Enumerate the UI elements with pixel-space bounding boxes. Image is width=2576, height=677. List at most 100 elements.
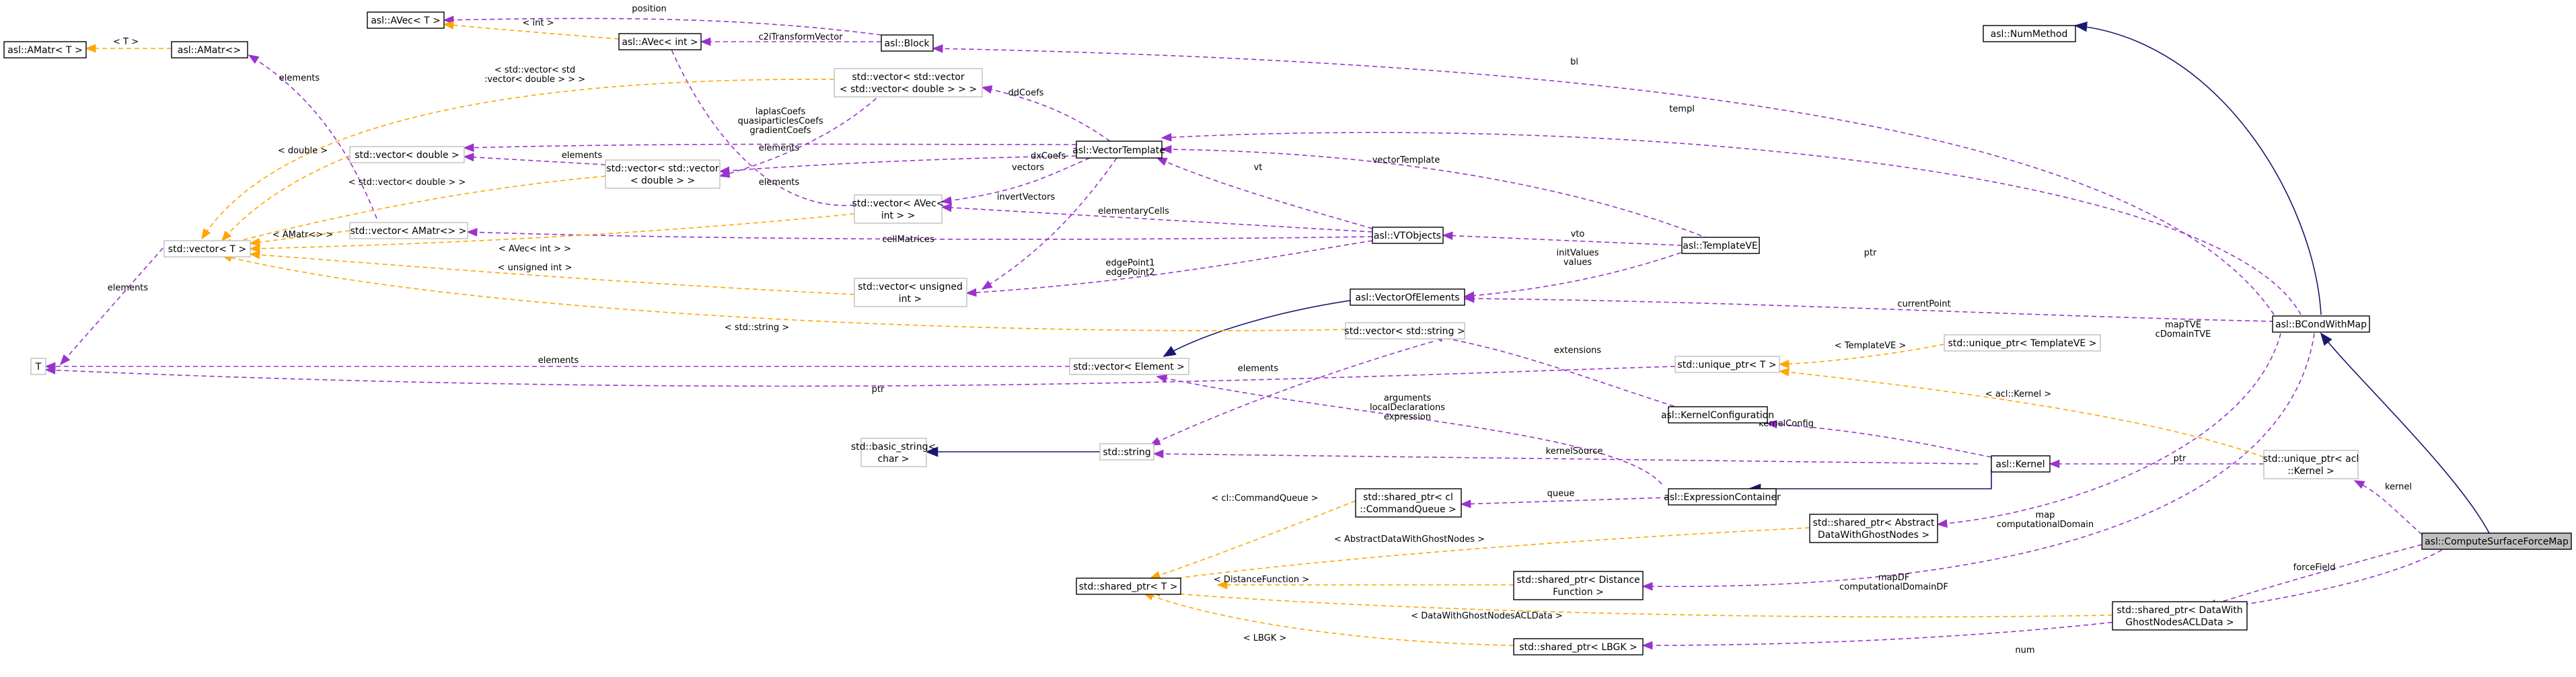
node-expressioncontainer[interactable]: asl::ExpressionContainer [1664,488,1781,506]
edge-label-vecvec-line1: < std::vector< std [494,65,575,75]
svg-text:asl::AMatr< T >: asl::AMatr< T > [7,45,83,56]
node-shared-ptr-commandqueue[interactable]: std::shared_ptr< cl::CommandQueue > [1355,488,1462,518]
node-shared-ptr-t[interactable]: std::shared_ptr< T > [1076,578,1181,595]
edge-avecint-avect [443,21,620,40]
node-shared-ptr-abstractdata[interactable]: std::shared_ptr< AbstractDataWithGhostNo… [1809,514,1938,543]
node-vector-amatr[interactable]: std::vector< AMatr<> > [349,222,468,239]
svg-text:Function >: Function > [1553,587,1604,598]
edge-vecvec-elements [719,87,889,178]
node-vector-t[interactable]: std::vector< T > [163,240,251,257]
edge-label-currentpoint: currentPoint [1897,299,1950,309]
svg-text:std::unique_ptr< T >: std::unique_ptr< T > [1677,360,1776,370]
edge-shareddata-sharedt [1149,588,2113,618]
edge-label-forcefield: forceField [2293,563,2336,573]
edge-uniquet-ptr [44,366,1676,387]
node-kernelconfiguration[interactable]: asl::KernelConfiguration [1661,406,1774,424]
edge-vtobjects-elementarycells [941,203,1373,233]
svg-text:< std::vector< double > > >: < std::vector< double > > > [840,84,977,95]
node-bcondwithmap[interactable]: asl::BCondWithMap [2272,315,2370,333]
svg-text:std::vector< unsigned: std::vector< unsigned [858,282,963,292]
edge-compute-kernel [2353,480,2423,535]
edge-label-localdeclarations: localDeclarations [1370,403,1445,413]
node-kernel[interactable]: asl::Kernel [1991,455,2051,473]
node-vector-string[interactable]: std::vector< std::string > [1344,322,1465,340]
svg-text:asl::Kernel: asl::Kernel [1995,459,2045,470]
svg-text:std::unique_ptr< TemplateVE >: std::unique_ptr< TemplateVE > [1948,338,2097,349]
node-vector-vector-vector-double[interactable]: std::vector< std::vector< std::vector< d… [834,68,983,97]
edge-label-cellmatrices: cellMatrices [882,235,934,245]
node-t[interactable]: T [30,358,46,375]
svg-text:asl::AVec< int >: asl::AVec< int > [622,37,698,48]
node-unique-ptr-t[interactable]: std::unique_ptr< T > [1675,356,1780,373]
node-amatr[interactable]: asl::AMatr<> [171,41,248,58]
svg-text:asl::NumMethod: asl::NumMethod [1991,29,2068,40]
node-unique-ptr-templateve[interactable]: std::unique_ptr< TemplateVE > [1944,334,2101,352]
edge-label-aclkernel: < acl::Kernel > [1985,389,2051,399]
node-nummethod[interactable]: asl::NumMethod [1983,25,2076,42]
svg-text:asl::Block: asl::Block [884,38,930,49]
edge-label-lbgk: < LBGK > [1243,633,1287,643]
edge-sharedlbgk-sharedt [1142,592,1514,646]
edge-bcond-templ [1161,132,2302,315]
edge-label-int: < int > [523,18,554,28]
edge-label-t: < T > [113,37,139,47]
edge-vecavec-vect [249,213,855,253]
node-shared-ptr-lbgk[interactable]: std::shared_ptr< LBGK > [1513,638,1644,655]
edge-label-quasiparticlescoefs: quasiparticlesCoefs [737,116,823,126]
edge-label-elements-vect: elements [108,283,149,293]
edge-label-double: < double > [278,146,328,156]
svg-text:asl::ExpressionContainer: asl::ExpressionContainer [1664,492,1781,503]
edge-bcond-bl [932,44,2275,315]
edge-label-vectortemplate: vectorTemplate [1372,155,1440,165]
node-vector-avec-int[interactable]: std::vector< AVec<int > > [852,194,945,224]
node-shared-ptr-distancefunction[interactable]: std::shared_ptr< DistanceFunction > [1513,571,1644,600]
edge-label-bl: bl [1570,57,1578,67]
edge-label-ddcoefs: ddCoefs [1008,88,1044,98]
node-templateve[interactable]: asl::TemplateVE [1681,237,1760,254]
edge-vecstring-vect [221,253,1346,331]
edge-templateve-initvalues [1463,249,1689,301]
edge-label-num: num [2015,645,2034,655]
node-unique-ptr-acl-kernel[interactable]: std::unique_ptr< acl::Kernel > [2263,450,2359,479]
edge-label-vt: vt [1254,163,1263,173]
node-vector-element[interactable]: std::vector< Element > [1069,358,1189,375]
edge-label-elements-vecvec2: elements [562,151,603,161]
svg-text:std::shared_ptr< LBGK >: std::shared_ptr< LBGK > [1519,642,1637,653]
edge-label-kernel: kernel [2385,482,2412,492]
edge-label-templ: templ [1669,104,1695,114]
node-computesurfaceforcemap[interactable]: asl::ComputeSurfaceForceMap [2421,532,2572,550]
edge-uniquetve-uniquet [1778,344,1945,368]
node-vtobjects[interactable]: asl::VTObjects [1372,227,1444,244]
node-shared-ptr-datawithghostnodes[interactable]: std::shared_ptr< DataWithGhostNodesACLDa… [2112,601,2248,631]
node-avec-t[interactable]: asl::AVec< T > [367,11,445,29]
edge-label-elements-dd: elements [759,143,800,153]
edge-bcond-map [1936,333,2281,528]
svg-text:asl::KernelConfiguration: asl::KernelConfiguration [1661,410,1774,421]
node-avec-int[interactable]: asl::AVec< int > [618,33,702,50]
svg-text:std::vector< AVec<: std::vector< AVec< [852,198,945,209]
edge-label-computationaldomaindf: computationalDomainDF [1839,582,1948,592]
svg-text:std::vector< T >: std::vector< T > [168,244,246,255]
edge-bcond-to-nummethod [2074,22,2322,315]
node-vectortemplate[interactable]: asl::VectorTemplate [1072,141,1165,159]
edge-label-mapdf: mapDF [1878,573,1909,583]
edge-label-ptr-t: ptr [872,385,885,395]
node-vectorofelements[interactable]: asl::VectorOfElements [1350,288,1465,306]
node-block[interactable]: asl::Block [881,34,934,52]
node-basic-string-char[interactable]: std::basic_string<char > [851,438,936,467]
edge-label-gradientcoefs: gradientCoefs [749,126,811,136]
edge-label-vto: vto [1571,229,1585,239]
edge-label-unsigned: < unsigned int > [498,263,573,273]
node-vector-double[interactable]: std::vector< double > [349,146,465,163]
svg-text:std::shared_ptr< Abstract: std::shared_ptr< Abstract [1813,518,1935,528]
svg-text:std::basic_string<: std::basic_string< [851,442,936,452]
svg-text:asl::AMatr<>: asl::AMatr<> [178,45,241,56]
svg-text:std::unique_ptr< acl: std::unique_ptr< acl [2263,454,2359,465]
svg-text:std::vector< Element >: std::vector< Element > [1073,362,1185,372]
edge-label-clcommandqueue: < cl::CommandQueue > [1211,493,1318,504]
node-vector-vector-double[interactable]: std::vector< std::vector< double > > [605,159,721,189]
node-std-string[interactable]: std::string [1099,443,1154,461]
edge-vecvec2-vect [221,175,606,247]
node-amatr-t[interactable]: asl::AMatr< T > [3,41,87,58]
